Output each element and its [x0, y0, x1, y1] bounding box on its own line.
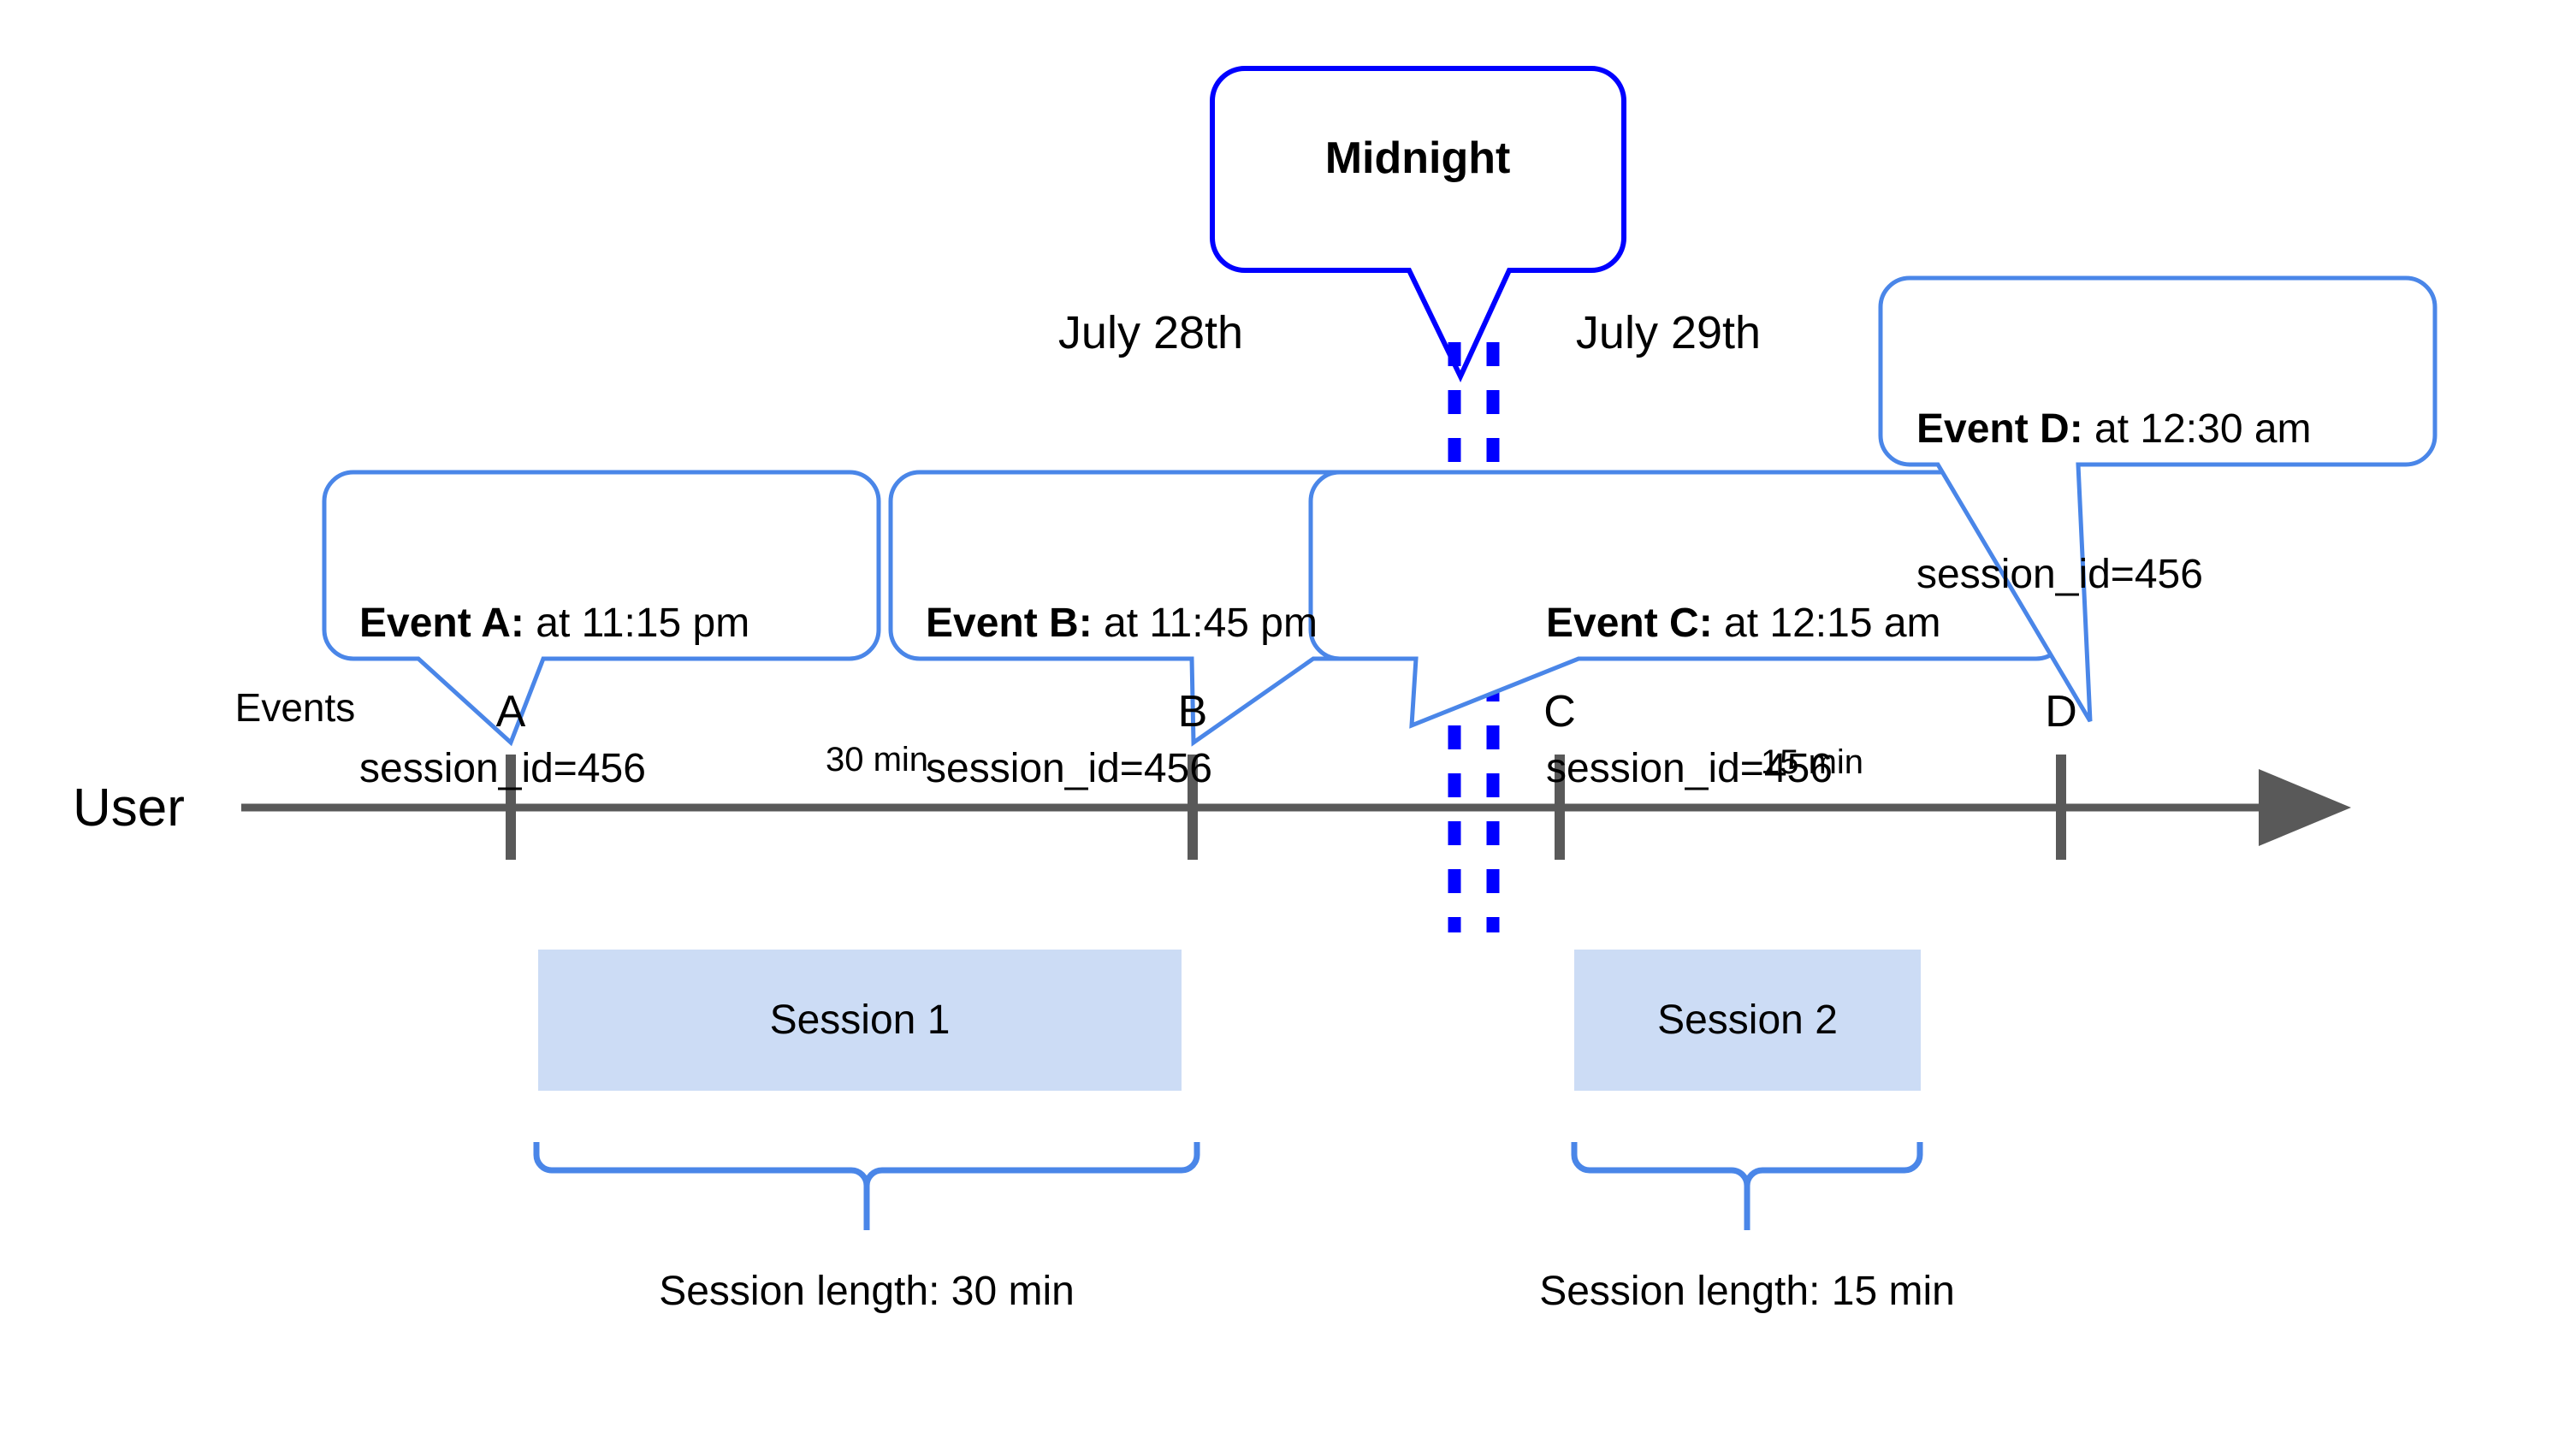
event-d-time: at 12:30 am: [2082, 406, 2312, 453]
session-1-brace-shape: [533, 1142, 1200, 1187]
event-c-callout-text: Event C: at 12:15 am session_id=456: [1546, 503, 1941, 891]
midnight-bubble-shape: [1210, 66, 1626, 383]
session-2-brace: [1571, 1142, 1923, 1230]
event-b-title: Event B:: [926, 601, 1093, 647]
session-2-brace-shape: [1571, 1142, 1923, 1187]
event-c-session-id: session_id=456: [1546, 746, 1833, 792]
event-d-callout-text: Event D: at 12:30 am session_id=456: [1916, 309, 2312, 696]
midnight-callout: [1210, 66, 1626, 383]
session-1-label: Session 1: [769, 997, 951, 1043]
event-a-title: Event A:: [359, 601, 524, 647]
session-2-label: Session 2: [1657, 997, 1838, 1043]
midnight-label: Midnight: [1324, 133, 1511, 183]
event-a-callout-text: Event A: at 11:15 pm session_id=456: [359, 503, 749, 891]
event-a-time: at 11:15 pm: [524, 601, 750, 647]
tick-label-d: D: [2045, 687, 2077, 737]
tick-label-a: A: [495, 687, 526, 737]
session-1-box: Session 1: [538, 950, 1182, 1091]
event-c-title: Event C:: [1546, 601, 1713, 647]
event-b-callout-text: Event B: at 11:45 pm session_id=456: [926, 503, 1318, 891]
tick-label-b: B: [1177, 687, 1208, 737]
event-b-time: at 11:45 pm: [1092, 601, 1318, 647]
event-a-session-id: session_id=456: [359, 746, 646, 792]
gap-label-15-min: 15 min: [1760, 743, 1864, 781]
date-label-july-28: July 28th: [1057, 307, 1244, 358]
event-b-session-id: session_id=456: [926, 746, 1212, 792]
date-label-july-29: July 29th: [1575, 307, 1762, 358]
gap-label-30-min: 30 min: [825, 741, 929, 778]
event-c-time: at 12:15 am: [1712, 601, 1941, 647]
event-d-title: Event D:: [1916, 406, 2083, 453]
lane-label-events: Events: [234, 685, 356, 730]
session-2-length-caption: Session length: 15 min: [1539, 1269, 1955, 1314]
session-1-brace: [533, 1142, 1200, 1230]
event-d-session-id: session_id=456: [1916, 552, 2203, 598]
event-d-bubble-shape: [1878, 275, 2437, 723]
tick-label-c: C: [1543, 687, 1576, 737]
event-a-callout: [322, 470, 881, 747]
session-2-box: Session 2: [1574, 950, 1921, 1091]
session-1-length-caption: Session length: 30 min: [659, 1269, 1075, 1314]
event-a-bubble-shape: [322, 470, 881, 747]
lane-label-user: User: [73, 778, 185, 837]
timeline-axis: [241, 755, 2351, 860]
event-d-callout: [1878, 275, 2437, 723]
